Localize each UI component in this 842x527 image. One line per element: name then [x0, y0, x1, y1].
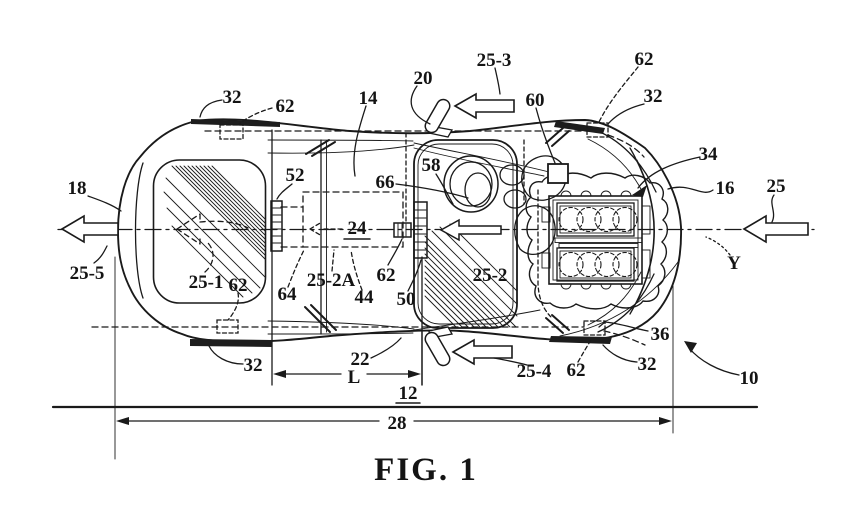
- mirror-bottom: [424, 331, 451, 367]
- leader-lines: [87, 66, 775, 376]
- ref-label-34: 34: [699, 144, 719, 165]
- frunk-lid: [152, 159, 267, 304]
- component-60-box: [547, 163, 569, 184]
- ref-label-25-4: 25-4: [517, 361, 552, 382]
- ref-label-32-top-right: 32: [644, 86, 663, 107]
- a-pillar-marks-bottom: [304, 304, 337, 333]
- rear-window-hatching: [424, 223, 518, 328]
- ref-label-62-top-left: 62: [276, 96, 295, 117]
- airflow-arrows: [60, 92, 809, 366]
- sensor-box-bottom-right: [583, 320, 606, 336]
- a-pillar-marks-top: [305, 139, 336, 157]
- ref-label-L: L: [348, 367, 361, 388]
- ref-label-44: 44: [355, 287, 375, 308]
- airflow-arrow-25-2: [439, 218, 502, 242]
- ref-label-22: 22: [351, 349, 370, 370]
- component-62-center: [393, 222, 412, 238]
- ref-label-18: 18: [68, 178, 87, 199]
- sensor-box-top-left: [219, 124, 244, 140]
- ref-label-16: 16: [716, 178, 735, 199]
- side-mirrors: [424, 98, 454, 367]
- figure-caption: FIG. 1: [374, 452, 478, 488]
- airflow-arrow-25-3: [453, 92, 515, 120]
- rear-wheelhouse-arc: [629, 147, 655, 315]
- ref-label-25-3: 25-3: [477, 50, 512, 71]
- ref-label-25: 25: [767, 176, 786, 197]
- component-52-bar: [270, 200, 283, 252]
- ref-label-58: 58: [422, 155, 441, 176]
- region-25-2A: [302, 191, 404, 248]
- ref-label-25-1: 25-1: [189, 272, 224, 293]
- ref-label-52: 52: [286, 165, 305, 186]
- component-50-bar: [413, 201, 428, 259]
- ref-label-20: 20: [414, 68, 433, 89]
- engine-assembly: [525, 163, 669, 310]
- ref-label-66: 66: [376, 172, 395, 193]
- ref-label-62-front: 62: [229, 275, 248, 296]
- ref-label-62-top-right: 62: [635, 49, 654, 70]
- arrow-24-dashed: [309, 221, 343, 237]
- ref-label-25-5: 25-5: [70, 263, 105, 284]
- airflow-arrow-25-5: [60, 214, 119, 244]
- rocker-strips-32: [190, 119, 612, 347]
- windshield-hatching: [163, 165, 266, 298]
- ref-label-32-top-left: 32: [223, 87, 242, 108]
- airflow-arrow-25: [742, 214, 809, 244]
- mirror-top: [424, 98, 451, 134]
- ref-label-25-2: 25-2: [473, 265, 508, 286]
- cabin-interior: [270, 139, 567, 329]
- ref-label-36: 36: [651, 324, 670, 345]
- ref-label-24: 24: [348, 218, 368, 239]
- ref-label-10: 10: [740, 368, 759, 389]
- ref-label-64: 64: [278, 284, 298, 305]
- sensor-box-top-right: [586, 122, 609, 138]
- ref-label-50: 50: [397, 289, 416, 310]
- ref-label-62-rear: 62: [567, 360, 586, 381]
- ref-label-32-bottom-right: 32: [638, 354, 657, 375]
- dimension-lines: [51, 256, 759, 460]
- ref-label-32-bottom-left: 32: [244, 355, 263, 376]
- ref-label-25-2A: 25-2A: [307, 270, 356, 291]
- reference-labels: 32 62 14 20 25-3 62 60 32 34 16 25 18 25…: [68, 49, 786, 434]
- ref-label-12: 12: [399, 383, 418, 404]
- engine-cover-blob: [525, 172, 669, 310]
- ref-label-28: 28: [388, 413, 407, 434]
- cylinder-circles: [558, 206, 638, 278]
- ref-label-60: 60: [526, 90, 545, 111]
- ref-label-62-center: 62: [377, 265, 396, 286]
- ref-label-Y: Y: [727, 253, 741, 274]
- ref-label-14: 14: [359, 88, 379, 109]
- airflow-arrow-25-1-dashed: [176, 213, 249, 273]
